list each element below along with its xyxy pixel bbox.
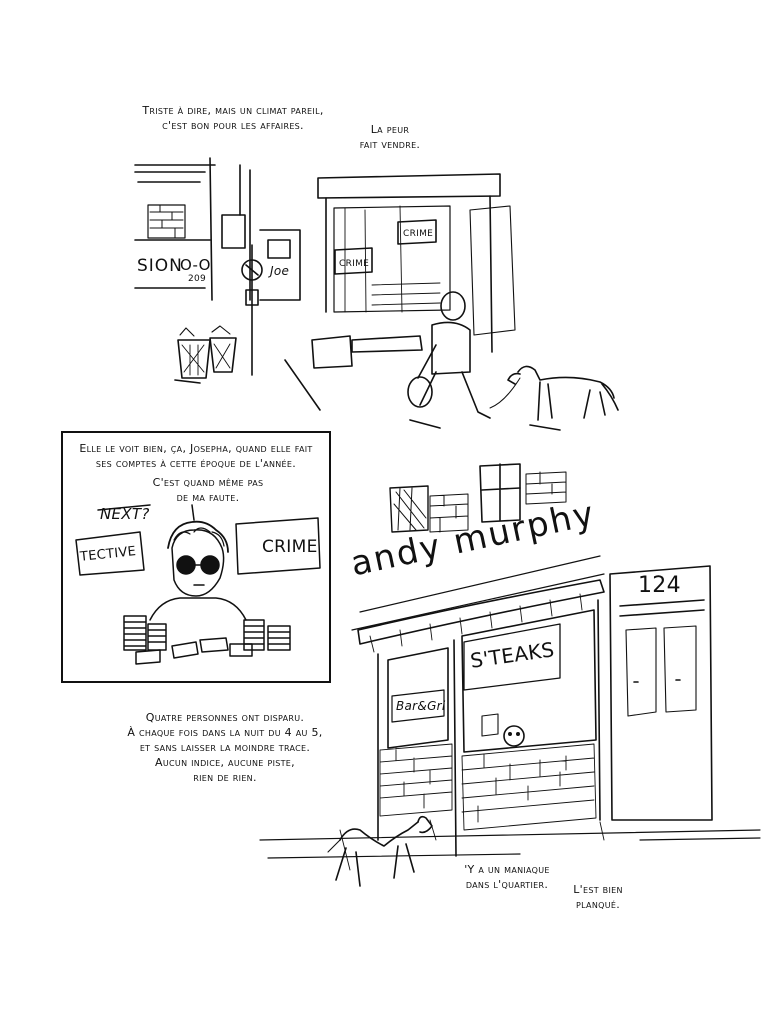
headline-crime-2: CRIME bbox=[403, 229, 434, 239]
panel3-narration: Quatre personnes ont disparu. À chaque f… bbox=[110, 710, 340, 785]
panel3-speech-1-line: dans l'quartier. bbox=[465, 878, 549, 891]
panel1-speech-line: La peur bbox=[370, 123, 410, 136]
panel3-narration-line: rien de rien. bbox=[193, 771, 257, 784]
sign-glasses: O-O bbox=[180, 256, 211, 274]
panel1-narration: Triste à dire, mais un climat pareil, c'… bbox=[128, 103, 338, 133]
panel3-narration-line: À chaque fois dans la nuit du 4 au 5, bbox=[127, 726, 323, 739]
panel2-speech-line: C'est quand même pas bbox=[152, 476, 264, 489]
panel2-narration-line: ses comptes à cette époque de l'année. bbox=[95, 457, 297, 470]
panel1-narration-line: c'est bon pour les affaires. bbox=[162, 119, 304, 132]
panel3-speech-2-line: planqué. bbox=[575, 898, 621, 911]
panel1-speech-line: fait vendre. bbox=[359, 138, 421, 151]
panel3-narration-line: Aucun indice, aucune piste, bbox=[155, 756, 295, 769]
panel3-speech-2-line: L'est bien bbox=[573, 883, 623, 896]
sign-number-209: 209 bbox=[188, 274, 207, 284]
sign-joe: Joe bbox=[270, 264, 290, 278]
panel3-speech-1: 'Y a un maniaque dans l'quartier. bbox=[452, 862, 562, 892]
panel3-speech-1-line: 'Y a un maniaque bbox=[464, 863, 550, 876]
panel1-speech: La peur fait vendre. bbox=[345, 122, 435, 152]
headline-crime-1: CRIME bbox=[339, 259, 370, 269]
panel2-narration: Elle le voit bien, ça, Josepha, quand el… bbox=[70, 441, 322, 471]
address-number: 124 bbox=[638, 573, 681, 598]
panel3-narration-line: et sans laisser la moindre trace. bbox=[139, 741, 311, 754]
bar-grill-sign: Bar&Gri bbox=[396, 699, 446, 713]
sign-sion: SION bbox=[137, 256, 183, 276]
panel2-speech-line: de ma faute. bbox=[176, 491, 240, 504]
headline-crime: CRIME bbox=[262, 537, 318, 557]
panel3-narration-line: Quatre personnes ont disparu. bbox=[145, 711, 305, 724]
panel2-narration-line: Elle le voit bien, ça, Josepha, quand el… bbox=[79, 442, 313, 455]
panel2-speech: C'est quand même pas de ma faute. bbox=[138, 475, 278, 505]
headline-next: NEXT? bbox=[100, 505, 150, 523]
panel1-narration-line: Triste à dire, mais un climat pareil, bbox=[142, 104, 324, 117]
panel3-speech-2: L'est bien planqué. bbox=[558, 882, 638, 912]
